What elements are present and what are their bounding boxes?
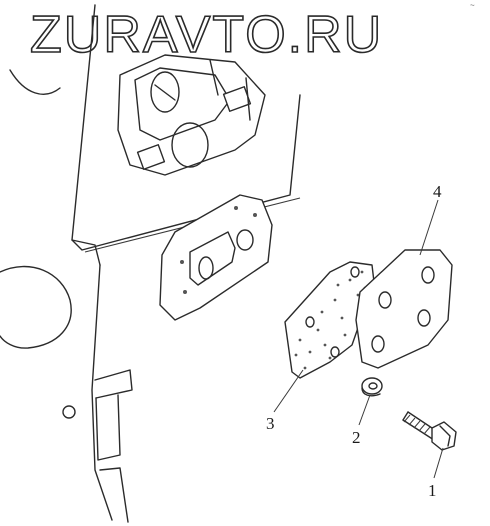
cover-hole-1 [421,266,435,284]
callout-1: 1 [428,481,437,500]
cover-hole-4 [371,335,385,353]
cover-hole-2 [378,291,392,309]
intermediate-plate [159,194,273,321]
bolt-part-1 [402,411,457,451]
callout-3: 3 [266,414,275,433]
callout-4: 4 [433,182,442,201]
cover-hole-3 [417,309,431,327]
washer-part-2 [361,377,383,397]
small-boss [62,405,76,419]
callout-2: 2 [352,428,361,447]
gasket-texture [294,270,367,370]
cover-plate-part-4 [355,249,453,369]
watermark-text: ZURAVTO.RU [30,6,383,64]
corner-mark: ~ [470,1,475,10]
block-mounting-pad [117,54,266,176]
leader-lines [273,199,444,479]
